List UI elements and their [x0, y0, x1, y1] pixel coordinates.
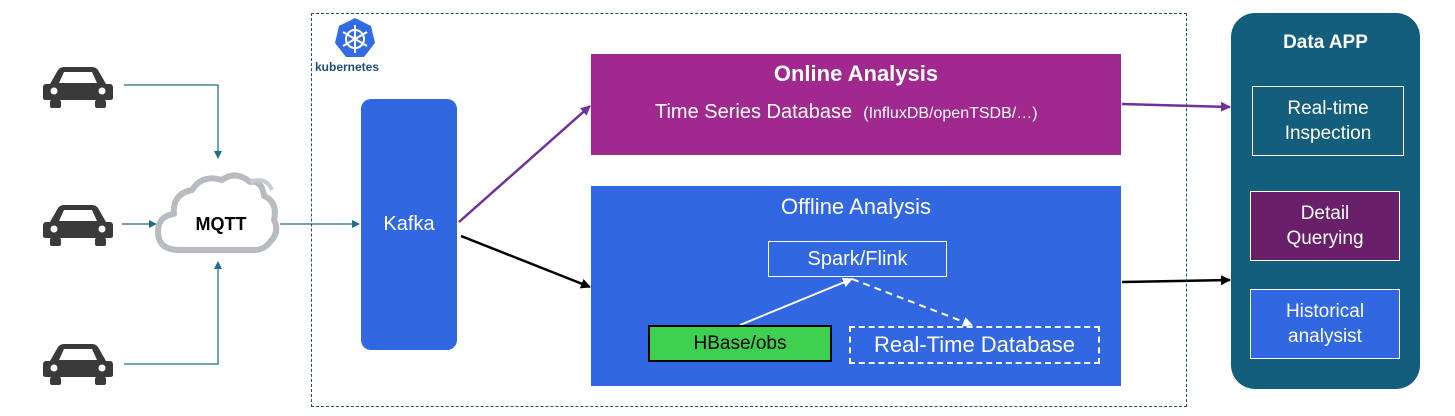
historical-analysis-box: Historical analysist	[1250, 289, 1400, 359]
app-item-line: Querying	[1286, 228, 1364, 249]
time-series-db-label: Time Series Database (InfluxDB/openTSDB/…	[655, 101, 1038, 124]
time-series-db-name: Time Series Database	[655, 101, 853, 123]
cloud-icon	[155, 172, 280, 253]
app-item-line: Inspection	[1284, 123, 1372, 144]
realtime-database-node: Real-Time Database	[849, 326, 1100, 364]
spark-flink-label: Spark/Flink	[807, 247, 908, 270]
app-item-line: Detail	[1300, 203, 1350, 224]
top-car-connector	[124, 84, 222, 159]
hbase-obs-node: HBase/obs	[648, 325, 832, 362]
mqtt-label: MQTT	[195, 214, 247, 234]
app-item-line: Real-time	[1287, 98, 1369, 119]
app-item-line: analysist	[1288, 326, 1362, 347]
kubernetes-frame	[311, 13, 1187, 407]
online-analysis-title: Online Analysis	[773, 61, 939, 86]
car-icon	[43, 67, 113, 108]
data-app-title: Data APP	[1283, 32, 1368, 53]
bottom-car-connector	[124, 261, 222, 365]
kafka-to-online-arrow	[458, 105, 591, 223]
realtime-inspection-box: Real-time Inspection	[1252, 86, 1404, 156]
offline-to-app-arrow	[1121, 275, 1231, 286]
detail-querying-box: Detail Querying	[1250, 191, 1400, 261]
online-analysis-block: Online Analysis Time Series Database (In…	[591, 54, 1121, 155]
hbase-to-spark-arrow	[739, 277, 853, 326]
car-icon	[43, 344, 113, 385]
kubernetes-helm-icon	[335, 18, 375, 57]
car-icon	[43, 205, 113, 246]
app-item-line: Historical	[1285, 301, 1365, 322]
hbase-obs-label: HBase/obs	[693, 332, 787, 354]
kubernetes-label: kubernetes	[315, 60, 380, 74]
spark-flink-node: Spark/Flink	[768, 241, 947, 277]
offline-analysis-title: Offline Analysis	[780, 194, 931, 219]
kafka-label: Kafka	[383, 213, 435, 235]
kafka-to-offline-arrow	[460, 234, 591, 289]
online-to-app-arrow	[1121, 101, 1231, 112]
spark-to-realtime-db-arrow	[851, 278, 973, 327]
kafka-node: Kafka	[361, 99, 457, 350]
realtime-database-label: Real-Time Database	[874, 332, 1075, 357]
time-series-db-detail: (InfluxDB/openTSDB/…)	[863, 105, 1038, 122]
